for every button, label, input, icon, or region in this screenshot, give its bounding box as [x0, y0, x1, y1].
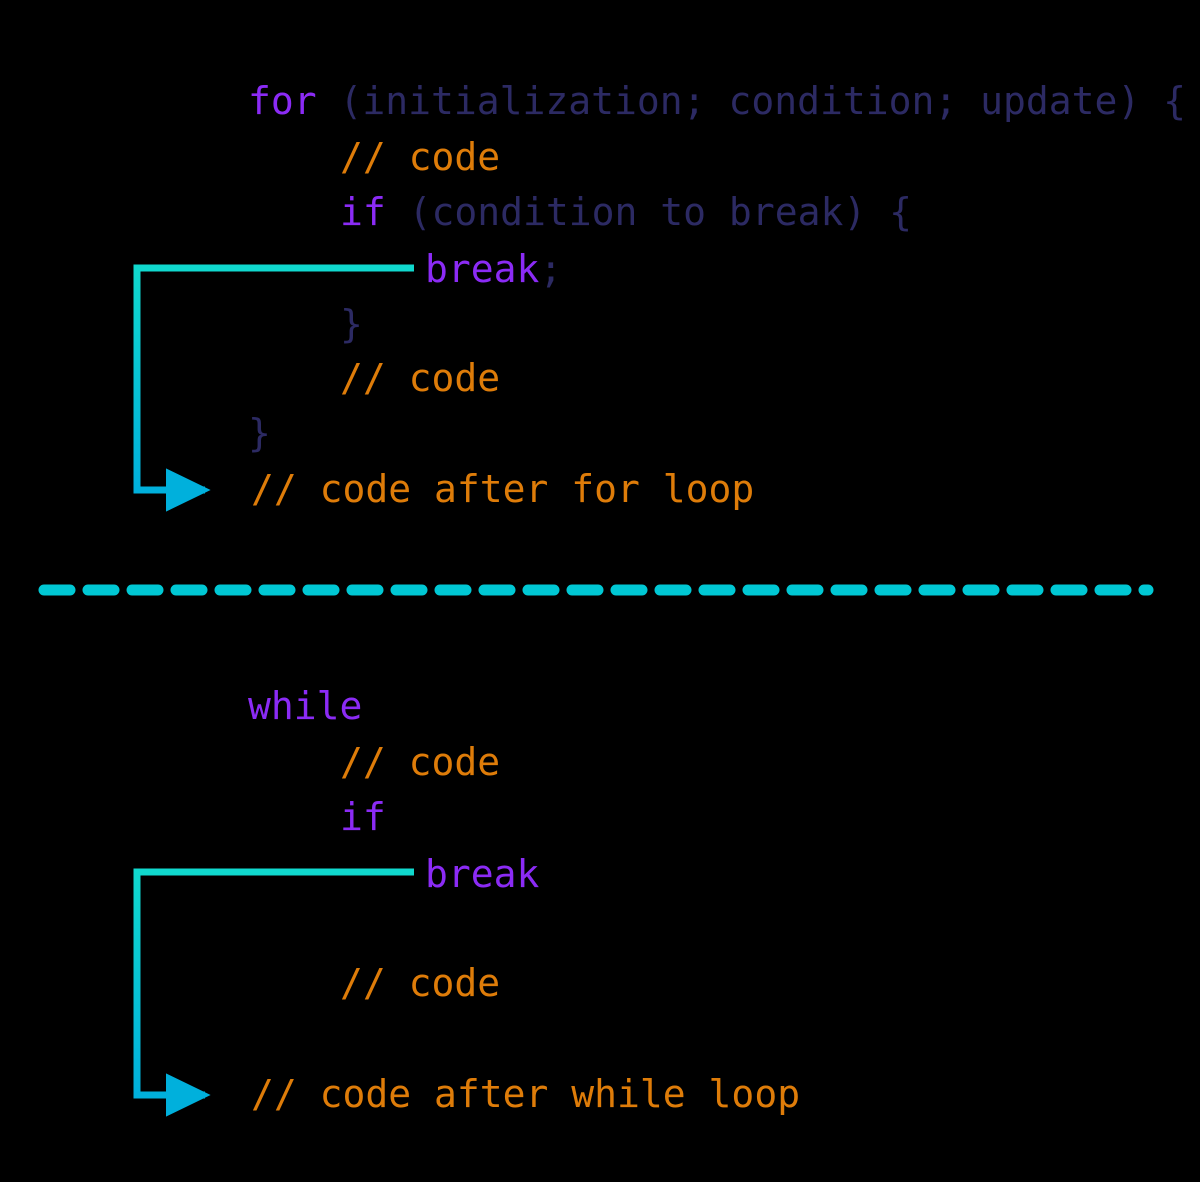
- code-line-for-if-close: }: [340, 305, 363, 343]
- code-token-plain: (initialization; condition; update) {: [316, 79, 1187, 123]
- code-line-while-break: break: [425, 855, 539, 893]
- code-token-plain: ;: [539, 247, 563, 291]
- code-token-kw: break: [425, 247, 540, 291]
- code-token-comment: // code: [340, 135, 501, 179]
- code-token-comment: // code: [340, 961, 501, 1005]
- code-token-kw: if: [340, 795, 386, 839]
- code-line-for-comment-2: // code: [340, 359, 500, 397]
- code-token-kw: while: [248, 684, 363, 728]
- code-token-kw: if: [340, 190, 386, 234]
- code-token-brace: }: [248, 411, 271, 455]
- code-token-comment: // code after for loop: [251, 467, 755, 511]
- code-line-for-if-header: if (condition to break) {: [340, 193, 912, 231]
- code-token-plain: (condition to break) {: [385, 190, 912, 234]
- code-token-comment: // code after while loop: [251, 1072, 801, 1116]
- code-line-for-break: break;: [425, 250, 562, 288]
- code-line-while-after: // code after while loop: [251, 1075, 800, 1113]
- code-line-for-close: }: [248, 414, 271, 452]
- code-token-kw: break: [425, 852, 540, 896]
- code-token-comment: // code: [340, 740, 501, 784]
- code-line-for-header: for (initialization; condition; update) …: [248, 82, 1186, 120]
- code-token-comment: // code: [340, 356, 501, 400]
- code-line-while-header: while: [248, 687, 362, 725]
- code-line-for-comment-1: // code: [340, 138, 500, 176]
- code-token-kw: for: [248, 79, 317, 123]
- code-token-brace: }: [340, 302, 363, 346]
- code-line-while-if-header: if: [340, 798, 386, 836]
- code-line-while-comment-2: // code: [340, 964, 500, 1002]
- code-line-for-after: // code after for loop: [251, 470, 754, 508]
- code-line-while-comment-1: // code: [340, 743, 500, 781]
